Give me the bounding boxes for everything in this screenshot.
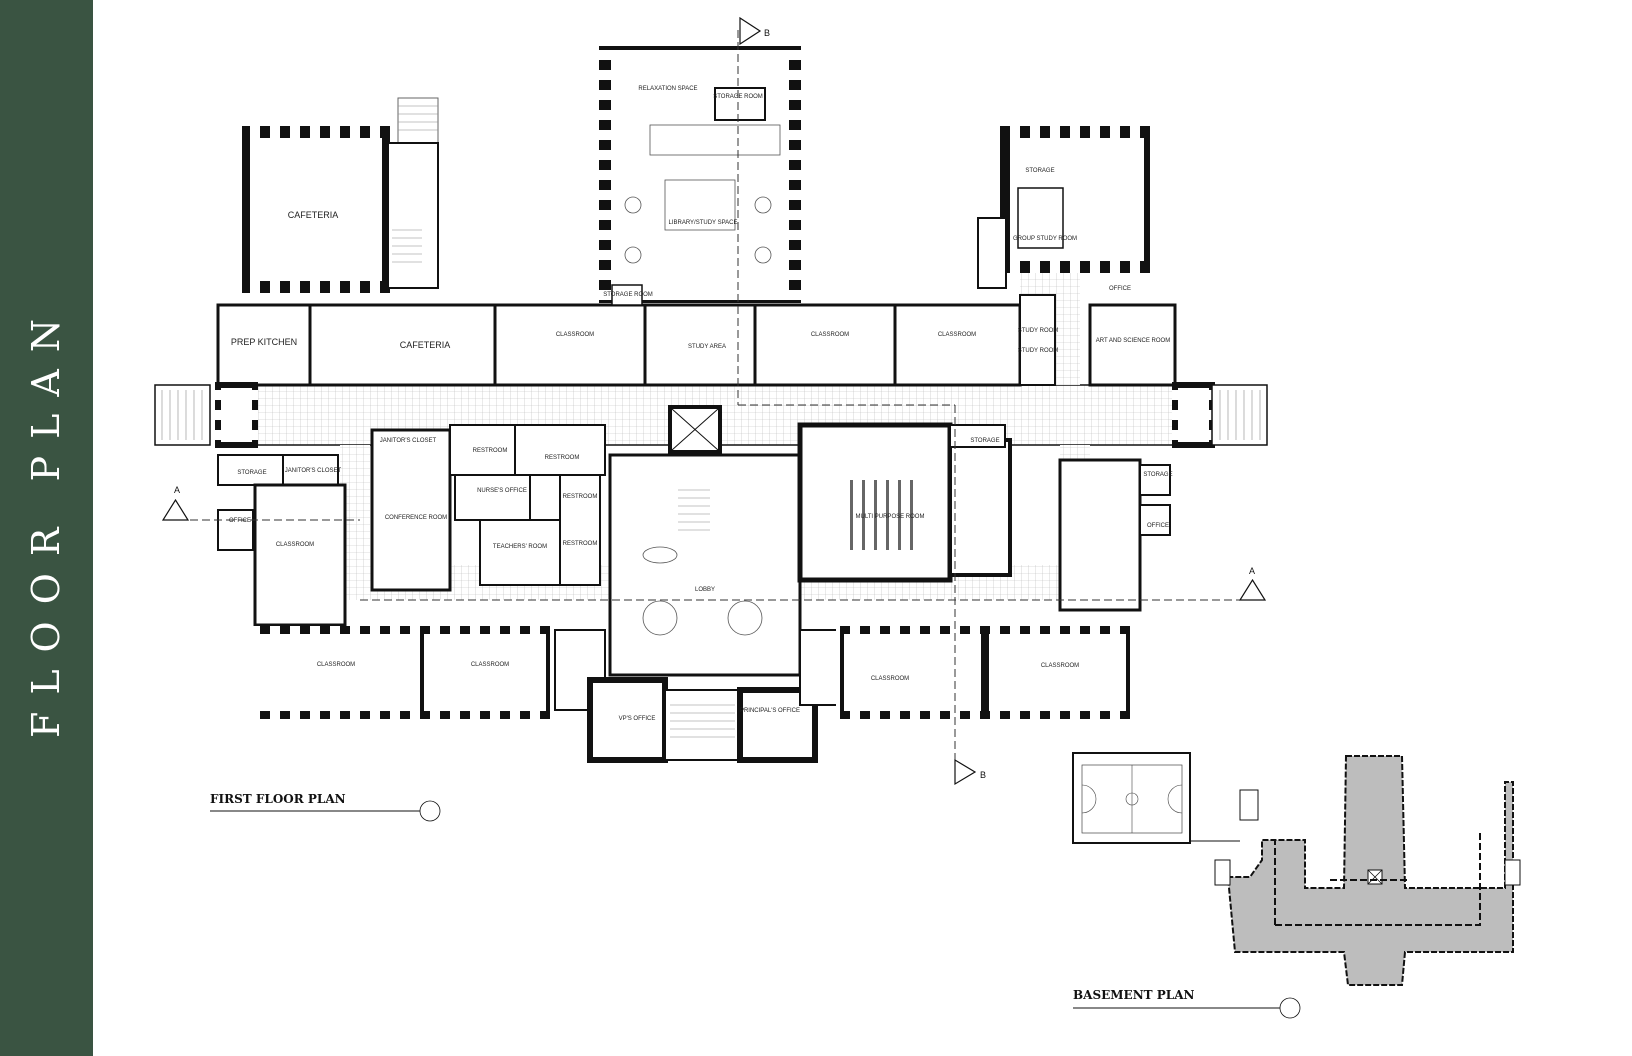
section-b-north-label: B xyxy=(764,28,770,38)
lobby-room xyxy=(608,453,802,677)
section-b-north-marker xyxy=(739,16,762,46)
basement-north-arrow-icon xyxy=(1279,997,1301,1019)
basement-plan: BASEMENT PLAN xyxy=(1072,752,1521,1019)
room-label-classroom-s3: CLASSROOM xyxy=(871,676,909,682)
classroom-s4-room xyxy=(983,628,1132,717)
art-science-room xyxy=(1088,303,1177,387)
sidebar: FLOOR PLAN xyxy=(0,0,93,1056)
room-label-study-area: STUDY AREA xyxy=(688,344,726,350)
first-floor-plan: A A B B CAFETERIA CAFETERIA PREP KITCHEN… xyxy=(154,16,1268,822)
room-label-office-e: OFFICE xyxy=(1147,523,1169,529)
section-a-west-label: A xyxy=(174,485,180,495)
room-label-group-study: GROUP STUDY ROOM xyxy=(1013,236,1077,242)
room-label-storage-room-lib: STORAGE ROOM xyxy=(603,292,653,298)
gym-room xyxy=(1072,752,1191,844)
room-label-lobby: LOBBY xyxy=(695,587,715,593)
room-label-library: LIBRARY/STUDY SPACE xyxy=(668,220,737,226)
principal-office-room xyxy=(737,687,818,763)
room-label-relaxation: RELAXATION SPACE xyxy=(638,86,697,92)
study-rooms xyxy=(1019,294,1056,386)
room-label-study-room-2: STUDY ROOM xyxy=(1018,348,1059,354)
classroom-n3-room xyxy=(893,303,1022,387)
room-label-classroom-n2: CLASSROOM xyxy=(811,332,849,338)
storage-center xyxy=(949,424,1006,448)
section-a-west-marker xyxy=(161,498,190,521)
storage-room-top xyxy=(714,87,766,121)
room-label-janitor-w: JANITOR'S CLOSET xyxy=(285,468,342,474)
room-label-classroom-s1: CLASSROOM xyxy=(317,662,355,668)
room-label-art-science: ART AND SCIENCE ROOM xyxy=(1096,338,1170,344)
room-label-classroom-n1: CLASSROOM xyxy=(556,332,594,338)
room-label-multipurpose: MULTI PURPOSE ROOM xyxy=(856,514,925,520)
section-b-south-marker xyxy=(954,758,977,786)
room-label-cafeteria-south: CAFETERIA xyxy=(400,340,451,350)
room-label-restroom-4: RESTROOM xyxy=(563,541,598,547)
room-label-janitor-center: JANITOR'S CLOSET xyxy=(380,438,437,444)
conference-room xyxy=(370,428,452,592)
room-label-classroom-w: CLASSROOM xyxy=(276,542,314,548)
section-a-east-marker xyxy=(1238,578,1267,601)
classroom-n2-room xyxy=(753,303,897,387)
room-label-principal-office: PRINCIPAL'S OFFICE xyxy=(740,708,800,714)
classroom-s2-room xyxy=(418,628,552,717)
room-label-prep-kitchen: PREP KITCHEN xyxy=(231,337,297,347)
room-label-study-room-1: STUDY ROOM xyxy=(1018,328,1059,334)
first-floor-plan-title: FIRST FLOOR PLAN xyxy=(210,792,346,806)
room-label-classroom-s2: CLASSROOM xyxy=(471,662,509,668)
library-tower xyxy=(602,49,798,300)
room-label-cafeteria-north: CAFETERIA xyxy=(288,210,339,220)
room-label-classroom-s4: CLASSROOM xyxy=(1041,663,1079,669)
room-label-classroom-n3: CLASSROOM xyxy=(938,332,976,338)
room-label-storage-center: STORAGE xyxy=(970,438,999,444)
classroom-e-room xyxy=(1058,458,1142,612)
room-label-storage-e: STORAGE xyxy=(1143,472,1172,478)
teachers-room xyxy=(479,519,561,586)
room-label-restroom-3: RESTROOM xyxy=(563,494,598,500)
north-arrow-icon xyxy=(419,800,441,822)
room-label-storage-w: STORAGE xyxy=(237,470,266,476)
group-study-room xyxy=(1017,187,1064,249)
section-a-east-label: A xyxy=(1249,566,1255,576)
room-label-restroom-1: RESTROOM xyxy=(473,448,508,454)
nurse-office xyxy=(454,474,531,521)
room-label-office-w: OFFICE xyxy=(229,518,251,524)
room-label-vp-office: VP'S OFFICE xyxy=(619,716,656,722)
room-label-nurse: NURSE'S OFFICE xyxy=(477,488,527,494)
basement-plan-title: BASEMENT PLAN xyxy=(1073,988,1195,1002)
classroom-w-room xyxy=(253,483,347,627)
prep-kitchen-room xyxy=(216,303,312,387)
classroom-n1-room xyxy=(493,303,647,387)
room-label-restroom-2: RESTROOM xyxy=(545,455,580,461)
classroom-s3-room xyxy=(838,628,987,717)
section-b-south-label: B xyxy=(980,770,986,780)
room-label-storage-room-top: STORAGE ROOM xyxy=(713,94,763,100)
room-label-office-ne: OFFICE xyxy=(1109,286,1131,292)
room-label-teachers: TEACHERS' ROOM xyxy=(493,544,547,550)
room-label-storage-ne: STORAGE xyxy=(1025,168,1054,174)
room-label-conference: CONFERENCE ROOM xyxy=(385,515,447,521)
classroom-s1-room xyxy=(253,628,422,717)
